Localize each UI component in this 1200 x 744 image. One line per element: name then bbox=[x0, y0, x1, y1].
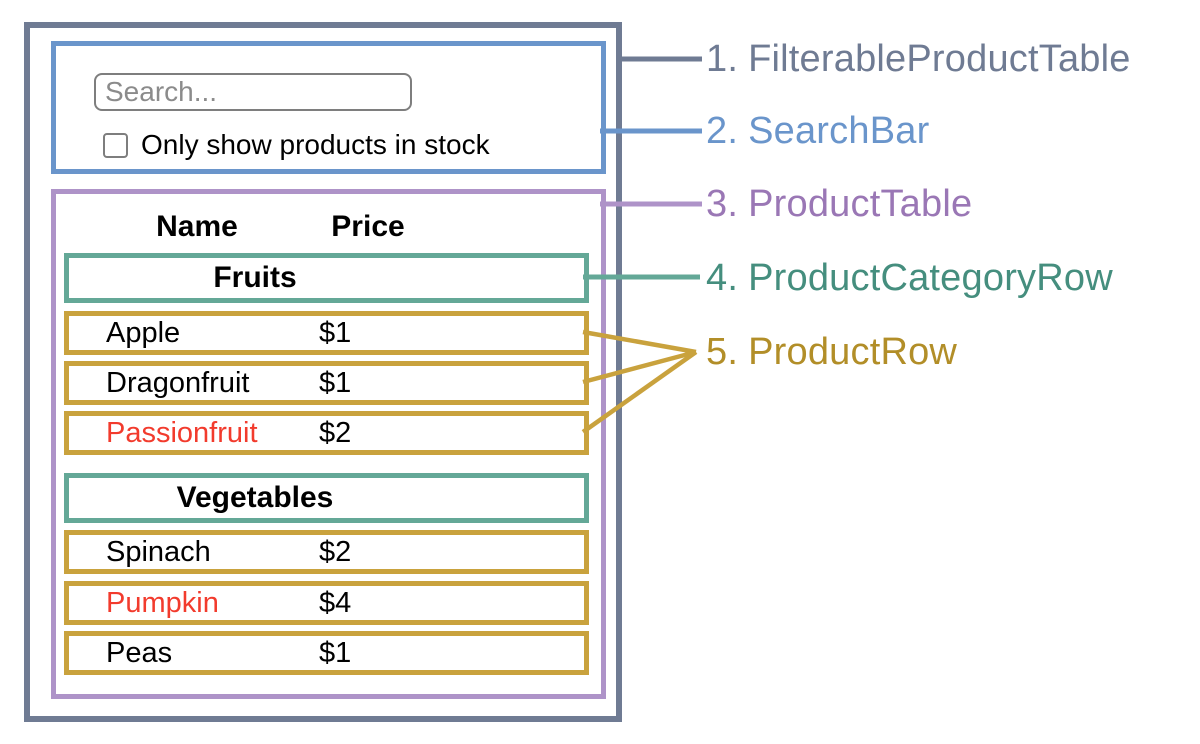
product-row-spinach: Spinach $2 bbox=[64, 530, 589, 574]
product-name: Peas bbox=[106, 636, 173, 669]
legend-search-bar: 2. SearchBar bbox=[706, 109, 929, 153]
column-header-name: Name bbox=[156, 210, 238, 243]
legend-label: ProductRow bbox=[748, 330, 958, 373]
product-row-pumpkin: Pumpkin $4 bbox=[64, 581, 589, 625]
legend-number: 1. bbox=[706, 37, 739, 80]
legend-filterable-product-table: 1. FilterableProductTable bbox=[706, 37, 1131, 81]
product-price: $2 bbox=[319, 535, 352, 568]
product-price: $1 bbox=[319, 316, 352, 349]
legend-label: ProductTable bbox=[748, 182, 973, 225]
product-row-peas: Peas $1 bbox=[64, 631, 589, 675]
category-label: Fruits bbox=[213, 261, 297, 294]
legend-number: 2. bbox=[706, 109, 739, 152]
in-stock-checkbox-label: Only show products in stock bbox=[141, 129, 490, 160]
legend-label: FilterableProductTable bbox=[748, 37, 1131, 80]
category-row-vegetables: Vegetables bbox=[64, 473, 589, 523]
product-price: $4 bbox=[319, 586, 352, 619]
legend-number: 3. bbox=[706, 182, 739, 225]
product-name: Passionfruit bbox=[106, 416, 258, 449]
legend-product-row: 5. ProductRow bbox=[706, 330, 957, 374]
legend-number: 5. bbox=[706, 330, 739, 373]
in-stock-checkbox[interactable] bbox=[103, 132, 128, 158]
legend-label: ProductCategoryRow bbox=[748, 256, 1113, 299]
legend-product-category-row: 4. ProductCategoryRow bbox=[706, 256, 1113, 300]
filterable-product-table-box: Only show products in stock Name Price F… bbox=[24, 22, 622, 722]
product-name: Pumpkin bbox=[106, 586, 219, 619]
product-row-passionfruit: Passionfruit $2 bbox=[64, 411, 589, 455]
product-row-apple: Apple $1 bbox=[64, 311, 589, 355]
table-header-row: Name Price bbox=[64, 207, 589, 247]
product-table-box: Name Price Fruits Apple $1 Dragonfruit $… bbox=[51, 189, 606, 699]
product-row-dragonfruit: Dragonfruit $1 bbox=[64, 361, 589, 405]
search-input[interactable] bbox=[94, 73, 412, 111]
product-name: Dragonfruit bbox=[106, 366, 250, 399]
legend-number: 4. bbox=[706, 256, 739, 299]
product-price: $1 bbox=[319, 366, 352, 399]
column-header-price: Price bbox=[331, 210, 405, 243]
product-price: $2 bbox=[319, 416, 352, 449]
legend-product-table: 3. ProductTable bbox=[706, 182, 972, 226]
category-row-fruits: Fruits bbox=[64, 253, 589, 303]
product-name: Spinach bbox=[106, 535, 211, 568]
legend-label: SearchBar bbox=[748, 109, 930, 152]
category-label: Vegetables bbox=[176, 481, 334, 514]
stock-filter-row: Only show products in stock bbox=[103, 128, 490, 162]
product-price: $1 bbox=[319, 636, 352, 669]
search-bar-box: Only show products in stock bbox=[51, 41, 606, 174]
product-name: Apple bbox=[106, 316, 181, 349]
